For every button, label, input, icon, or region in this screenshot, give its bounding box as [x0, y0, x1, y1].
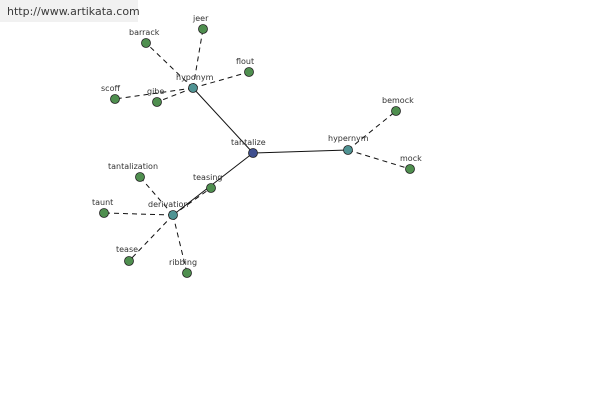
node-bemock[interactable] [391, 106, 401, 116]
edge-derivation-tease [128, 214, 174, 262]
node-label-tease: tease [116, 245, 138, 254]
node-taunt[interactable] [99, 208, 109, 218]
node-layer [99, 24, 415, 278]
node-barrack[interactable] [141, 38, 151, 48]
node-derivation[interactable] [168, 210, 178, 220]
edge-tantalize-hypernym [252, 149, 349, 154]
edge-layer [103, 28, 411, 274]
node-label-ribbing: ribbing [169, 258, 197, 267]
node-teasing[interactable] [206, 183, 216, 193]
node-label-bemock: bemock [382, 96, 414, 105]
edge-hyponym-scoff [114, 87, 194, 100]
label-layer: tantalize hyponym hypernym derivation barrac… [92, 14, 422, 267]
node-label-barrack: barrack [129, 28, 160, 37]
edge-derivation-ribbing [172, 214, 188, 274]
node-tease[interactable] [124, 256, 134, 266]
node-tantalize[interactable] [248, 148, 258, 158]
node-hypernym[interactable] [343, 145, 353, 155]
edge-hyponym-barrack [145, 42, 194, 89]
node-label-hyponym: hyponym [176, 73, 214, 82]
node-label-taunt: taunt [92, 198, 113, 207]
node-label-scoff: scoff [101, 84, 120, 93]
node-label-gibe: gibe [147, 87, 164, 96]
node-label-flout: flout [236, 57, 254, 66]
edge-hypernym-bemock [347, 110, 397, 151]
edge-hyponym-gibe [156, 87, 194, 103]
node-jeer[interactable] [198, 24, 208, 34]
edge-derivation-tantalization [139, 176, 174, 216]
node-ribbing[interactable] [182, 268, 192, 278]
watermark-box: http://www.artikata.com [0, 0, 140, 22]
node-flout[interactable] [244, 67, 254, 77]
edge-derivation-teasing [172, 187, 212, 216]
watermark-text: http://www.artikata.com [7, 5, 140, 18]
node-gibe[interactable] [152, 97, 162, 107]
edge-hypernym-mock [347, 149, 411, 170]
node-tantalization[interactable] [135, 172, 145, 182]
node-label-teasing: teasing [193, 173, 223, 182]
node-label-hypernym: hypernym [328, 134, 369, 143]
node-mock[interactable] [405, 164, 415, 174]
node-label-mock: mock [400, 154, 422, 163]
edge-tantalize-hyponym [192, 87, 254, 154]
node-label-tantalize: tantalize [231, 138, 266, 147]
edge-hyponym-jeer [192, 28, 204, 89]
node-hyponym[interactable] [188, 83, 198, 93]
node-label-derivation: derivation [148, 200, 188, 209]
node-scoff[interactable] [110, 94, 120, 104]
edge-derivation-taunt [103, 212, 174, 216]
node-label-tantalization: tantalization [108, 162, 158, 171]
edge-hyponym-flout [192, 71, 250, 89]
node-label-jeer: jeer [192, 14, 209, 23]
